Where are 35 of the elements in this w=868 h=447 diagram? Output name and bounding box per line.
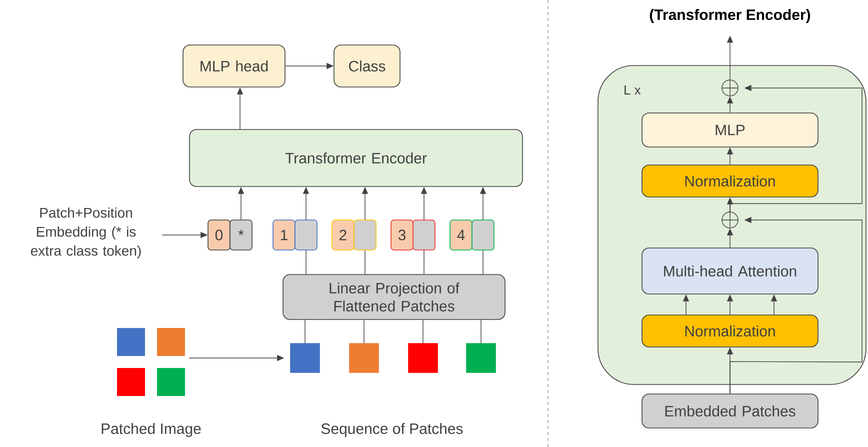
- patch-grid-drawing: [117, 328, 185, 396]
- token-box: 2: [332, 220, 354, 250]
- connector-line: [482, 250, 484, 274]
- input-box: Embedded Patches: [642, 394, 818, 428]
- token-box: 0: [208, 220, 230, 250]
- process-box: MLP head: [182, 44, 286, 88]
- token-box: [294, 220, 318, 250]
- connector-line: [480, 320, 482, 344]
- connector-line: [422, 320, 424, 344]
- token-box: [412, 220, 436, 250]
- text-label: Sequence of Patches: [321, 423, 463, 437]
- projection-box: Linear Projection of Flattened Patches: [282, 274, 506, 320]
- norm-box: Normalization: [642, 164, 818, 198]
- patch-square: [349, 343, 379, 373]
- patch-square: [466, 343, 496, 373]
- add-symbol: [722, 80, 738, 96]
- token-box: *: [230, 220, 252, 250]
- token-box: 1: [272, 220, 296, 250]
- token-box: [472, 220, 494, 250]
- token-box: [354, 220, 376, 250]
- connector-line: [364, 250, 366, 274]
- process-box: Class: [334, 44, 400, 88]
- norm-box: Normalization: [642, 314, 818, 348]
- process-box: MLP: [642, 112, 818, 148]
- token-box: 4: [450, 220, 472, 250]
- image-caption: Patched Image: [102, 423, 201, 437]
- attention-box: Multi-head Attention: [642, 248, 818, 294]
- encoder-box: Transformer Encoder: [189, 129, 523, 187]
- patch-square: [408, 343, 438, 373]
- embedding-label: Patch+Position Embedding (* is extra class token): [30, 207, 141, 259]
- patch-square: [290, 343, 320, 373]
- add-symbol: [722, 212, 738, 228]
- token-box: 3: [390, 220, 414, 250]
- connector-line: [304, 320, 306, 344]
- panel-title: (Transformer Encoder): [650, 9, 810, 23]
